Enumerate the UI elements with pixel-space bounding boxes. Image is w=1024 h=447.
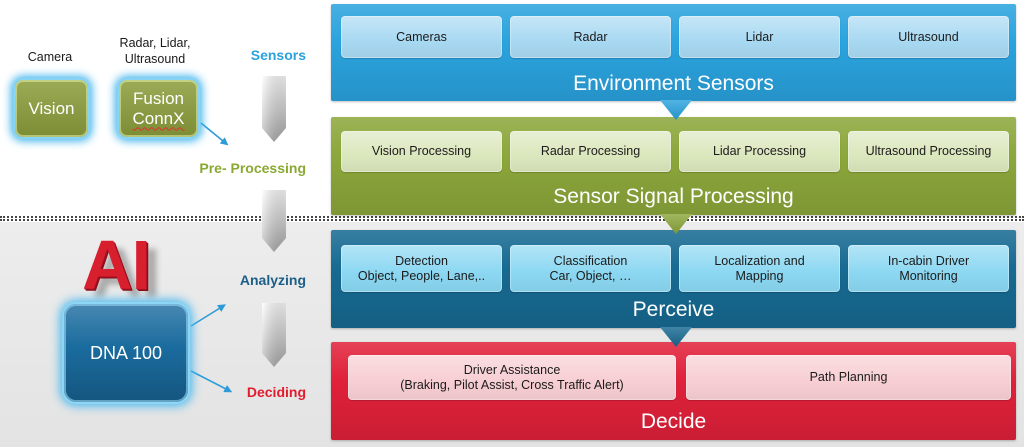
arrow-dna-to-deciding [190, 370, 233, 393]
panel-environment-sensors: Cameras Radar Lidar Ultrasound Environme… [331, 4, 1016, 101]
panel-item-row: Detection Object, People, Lane,.. Classi… [331, 245, 1016, 292]
panel-item-vision-processing: Vision Processing [341, 131, 502, 172]
panel-item-classification: Classification Car, Object, … [510, 245, 671, 292]
panel-item-cameras: Cameras [341, 16, 502, 58]
panel-item-line: Classification [553, 253, 628, 268]
camera-caption: Camera [10, 49, 90, 65]
panel-item-row: Vision Processing Radar Processing Lidar… [331, 131, 1016, 172]
panel-perceive: Detection Object, People, Lane,.. Classi… [331, 230, 1016, 328]
panel-sensor-signal-processing: Vision Processing Radar Processing Lidar… [331, 117, 1016, 215]
fusion-caption-line: Radar, Lidar, [119, 36, 191, 50]
vision-box-label: Vision [28, 98, 75, 118]
panel-item-localization-mapping: Localization and Mapping [679, 245, 840, 292]
arrow-fusion-to-preprocessing [200, 122, 229, 146]
panel-item-line: Object, People, Lane,.. [357, 268, 486, 283]
panel-item-ultrasound-processing: Ultrasound Processing [848, 131, 1009, 172]
stage-label-preprocessing: Pre- Processing [199, 160, 306, 176]
panel-item-line: Lidar [745, 29, 774, 44]
flow-arrow-preprocessing-to-analyzing [262, 190, 286, 252]
panel-item-line: Lidar Processing [712, 144, 807, 158]
panel-item-line: Driver Assistance [463, 362, 561, 377]
fusion-caption-line: Ultrasound [124, 52, 186, 66]
panel-item-driver-assistance: Driver Assistance (Braking, Pilot Assist… [348, 355, 676, 400]
ai-logo-text: AI [82, 226, 151, 304]
panel-item-line: Monitoring [899, 268, 958, 283]
panel-item-line: Localization and [714, 253, 805, 268]
panel-title: Environment Sensors [573, 72, 774, 95]
panel-title: Sensor Signal Processing [553, 185, 794, 208]
dna-100-processor-box: DNA 100 [64, 304, 188, 402]
panel-item-line: Vision Processing [371, 144, 472, 158]
panel-item-radar-processing: Radar Processing [510, 131, 671, 172]
dna-box-label: DNA 100 [89, 342, 163, 363]
panel-item-radar: Radar [510, 16, 671, 58]
panel-item-line: Path Planning [809, 370, 888, 384]
panel-item-line: (Braking, Pilot Assist, Cross Traffic Al… [400, 377, 624, 392]
panel-item-ultrasound: Ultrasound [848, 16, 1009, 58]
panel-decide: Driver Assistance (Braking, Pilot Assist… [331, 342, 1016, 440]
dotted-divider-line [0, 216, 1024, 221]
panel-title: Perceive [632, 298, 715, 321]
flow-arrow-analyzing-to-deciding [262, 303, 286, 367]
stage-label-analyzing: Analyzing [239, 272, 306, 288]
panel-item-line: Mapping [735, 268, 784, 283]
panel-item-row: Cameras Radar Lidar Ultrasound [331, 16, 1016, 58]
panel-item-line: In-cabin Driver [887, 253, 970, 268]
fusion-sensors-caption: Radar, Lidar, Ultrasound [105, 35, 205, 67]
panel-item-detection: Detection Object, People, Lane,.. [341, 245, 502, 292]
panel-item-line: Ultrasound Processing [865, 144, 992, 158]
panel-item-line: Cameras [396, 29, 447, 44]
panel-title: Decide [640, 410, 707, 433]
panel-item-lidar: Lidar [679, 16, 840, 58]
fusion-box-label-line: ConnX [132, 108, 185, 128]
panel-item-line: Detection [395, 253, 448, 268]
panel-item-row: Driver Assistance (Braking, Pilot Assist… [331, 355, 1016, 400]
panel-item-lidar-processing: Lidar Processing [679, 131, 840, 172]
fusion-connx-box: Fusion ConnX [119, 80, 198, 137]
left-flow-graphics [190, 76, 286, 393]
stage-label-deciding: Deciding [246, 384, 306, 400]
panel-item-line: Radar [573, 29, 608, 44]
panel-item-line: Radar Processing [540, 144, 641, 158]
arrow-dna-to-analyzing [190, 304, 226, 327]
panel-item-in-cabin-monitoring: In-cabin Driver Monitoring [848, 245, 1009, 292]
vision-box: Vision [15, 80, 88, 137]
panel-item-path-planning: Path Planning [686, 355, 1011, 400]
stage-label-sensors: Sensors [250, 47, 306, 63]
camera-caption-text: Camera [27, 50, 73, 64]
flow-arrow-sensors-to-preprocessing [262, 76, 286, 142]
panel-item-line: Car, Object, … [549, 268, 632, 283]
panel-item-line: Ultrasound [898, 29, 959, 44]
fusion-box-label-line: Fusion [132, 88, 185, 108]
